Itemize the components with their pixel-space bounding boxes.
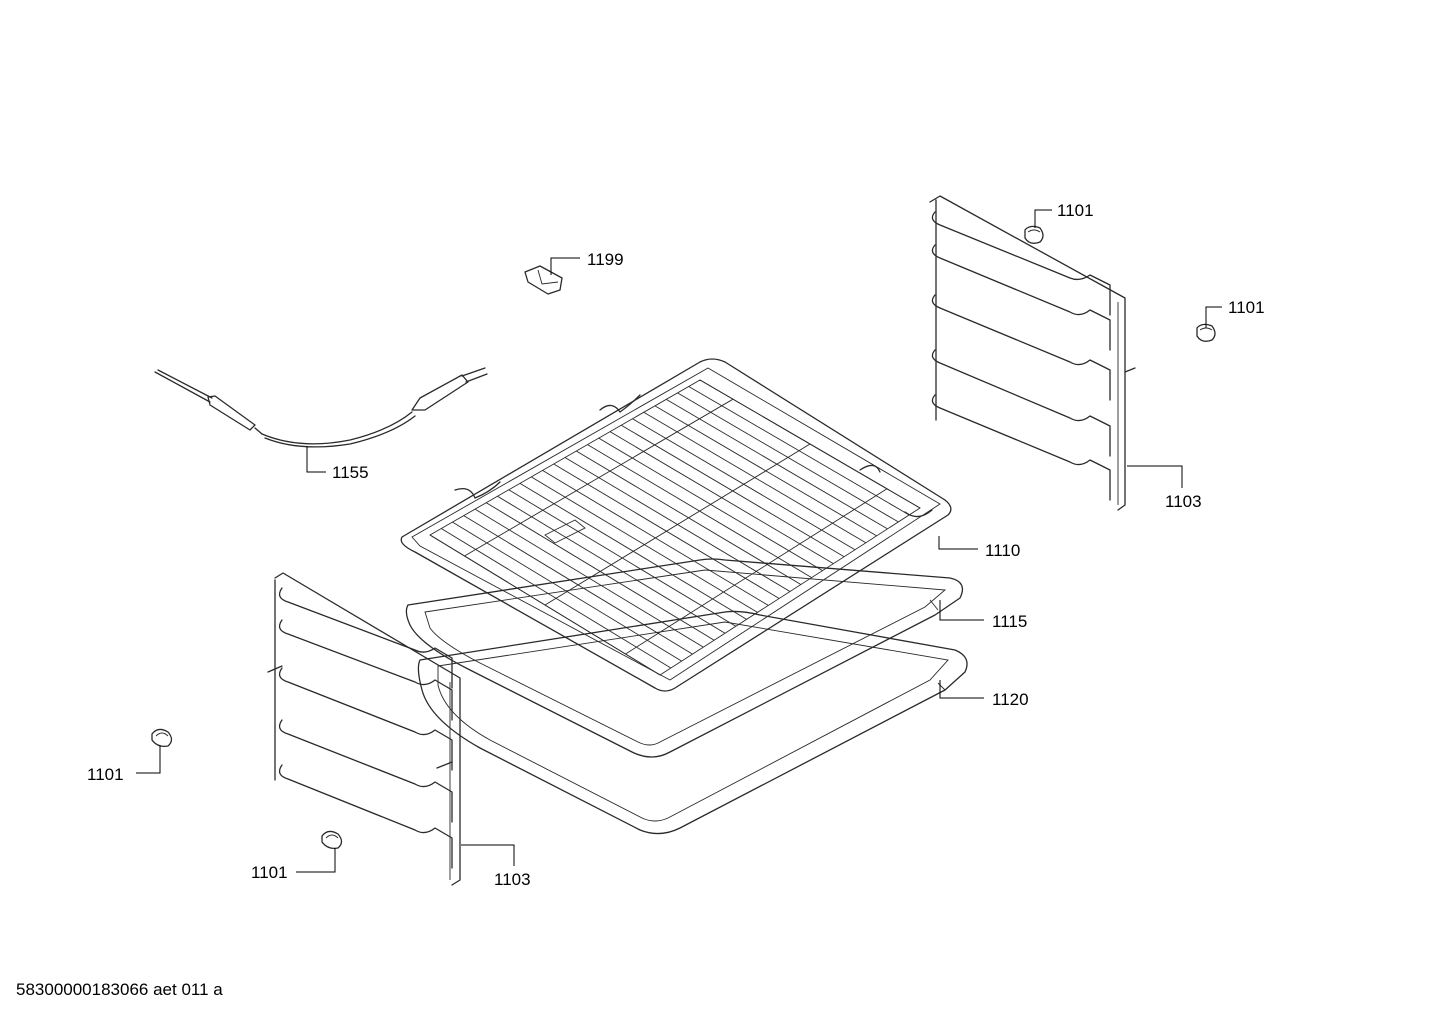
label-1101-b: 1101 — [1228, 298, 1265, 317]
side-rail-left-1103 — [267, 572, 461, 886]
rail-clip-1101-c — [151, 728, 173, 748]
label-1115: 1115 — [992, 612, 1027, 631]
side-rail-right-1103 — [929, 195, 1136, 511]
clip-1199 — [524, 265, 563, 295]
meat-probe-1155 — [154, 367, 488, 448]
rack-cross-wire — [625, 488, 888, 655]
label-1103-left: 1103 — [494, 870, 531, 889]
label-1110: 1110 — [985, 541, 1020, 560]
label-1103-right: 1103 — [1165, 492, 1202, 511]
label-1101-d: 1101 — [251, 863, 288, 882]
drawing-id: 58300000183066 aet 011 a — [16, 980, 223, 999]
label-1101-a: 1101 — [1057, 201, 1094, 220]
label-1120: 1120 — [992, 690, 1029, 709]
rack-grid-wires — [429, 379, 921, 676]
rack-cross-wire — [464, 398, 734, 557]
leader-lines — [136, 209, 1222, 873]
label-1199: 1199 — [587, 250, 624, 269]
wire-rack-1110 — [400, 358, 952, 692]
rail-clip-1101-a — [1024, 225, 1044, 244]
shallow-tray-1115 — [405, 558, 964, 758]
rack-cross-wire — [544, 443, 811, 606]
rail-clip-1101-d — [321, 830, 343, 850]
label-1155: 1155 — [332, 463, 369, 482]
label-1101-c: 1101 — [87, 765, 124, 784]
deep-tray-1120 — [417, 610, 968, 835]
